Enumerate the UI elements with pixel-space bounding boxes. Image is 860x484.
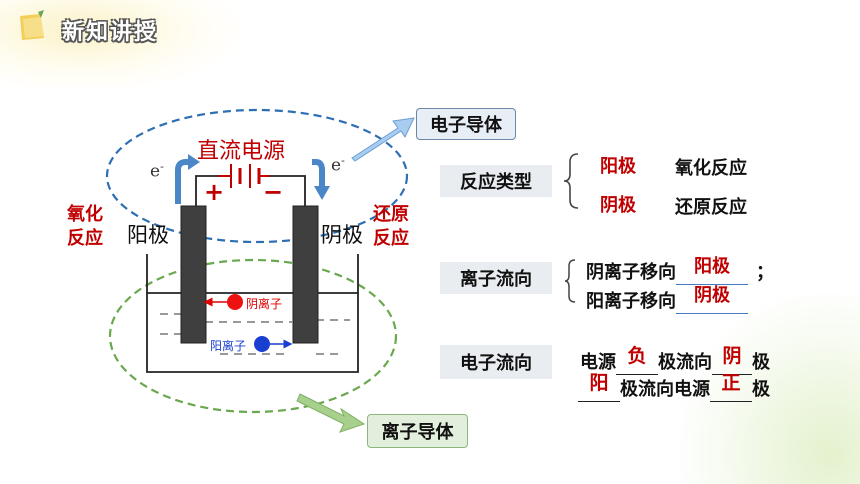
ion-flow-line1: 阴离子移向阳极； xyxy=(586,256,774,285)
anion-label: 阴离子 xyxy=(246,297,283,311)
plus-sign: + xyxy=(204,178,225,206)
electron-region-ellipse xyxy=(105,108,409,244)
electron-flow-answer-cathode: 阴 xyxy=(722,345,742,367)
anode-electrode xyxy=(180,205,207,344)
power-source-label: 直流电源 xyxy=(197,139,286,164)
electron-conductor-box: 电子导体 xyxy=(416,108,516,140)
ion-flow-label: 离子流向 xyxy=(440,262,552,294)
ion-flow-answer-2: 阴极 xyxy=(694,285,730,306)
electron-flow-arrowhead xyxy=(188,154,200,170)
electron-flow-line1: 电源负极流向阴极 xyxy=(580,345,770,375)
reaction-row-anode: 阳极 xyxy=(600,156,636,177)
anode-label: 阳极 xyxy=(127,223,169,247)
ion-flow-answer-1: 阳极 xyxy=(694,256,730,277)
reaction-type-label: 反应类型 xyxy=(440,165,552,197)
cation-dot xyxy=(254,336,270,352)
minus-sign: − xyxy=(263,178,284,206)
ion-conductor-arrow xyxy=(296,393,366,433)
electron-flow-line2: 阳极流向电源正极 xyxy=(578,372,770,402)
cathode-electrode xyxy=(292,205,319,344)
oxidation-reaction-label: 氧化反应 xyxy=(67,204,103,249)
reduction-reaction-label: 还原反应 xyxy=(373,204,409,249)
electron-flow-arrowhead xyxy=(314,186,330,200)
electron-flow-answer-neg: 负 xyxy=(627,345,647,367)
reaction-row-reduction: 还原反应 xyxy=(675,197,747,218)
battery-symbol xyxy=(218,164,270,188)
reaction-row-oxidation: 氧化反应 xyxy=(675,158,747,179)
electron-flow-arrow-left xyxy=(175,159,190,204)
ion-flow-line2: 阳离子移向阴极 xyxy=(586,285,748,314)
electron-flow-arrow-right xyxy=(312,159,325,188)
electron-flow-answer-pos: 正 xyxy=(721,372,741,394)
anion-dot xyxy=(227,294,243,310)
corner-glow xyxy=(680,294,860,484)
electron-flow-label: 电子流向 xyxy=(440,345,552,379)
beaker xyxy=(146,254,359,373)
brace-icon xyxy=(563,153,579,209)
wire xyxy=(195,175,218,206)
notebook-icon xyxy=(20,10,44,40)
brace-icon xyxy=(564,259,576,303)
electron-flow-answer-anode: 阳 xyxy=(589,372,609,394)
electron-symbol-left: e- xyxy=(150,160,164,182)
ion-region-ellipse xyxy=(108,258,398,414)
reaction-row-cathode: 阴极 xyxy=(600,195,636,216)
page-title: 新知讲授 xyxy=(62,20,159,45)
cathode-label: 阴极 xyxy=(321,223,363,247)
cation-label: 阳离子 xyxy=(210,339,247,353)
electron-symbol-right: e- xyxy=(331,154,345,176)
electron-conductor-arrow xyxy=(351,117,415,162)
ion-conductor-box: 离子导体 xyxy=(367,414,468,448)
wire xyxy=(270,175,306,206)
